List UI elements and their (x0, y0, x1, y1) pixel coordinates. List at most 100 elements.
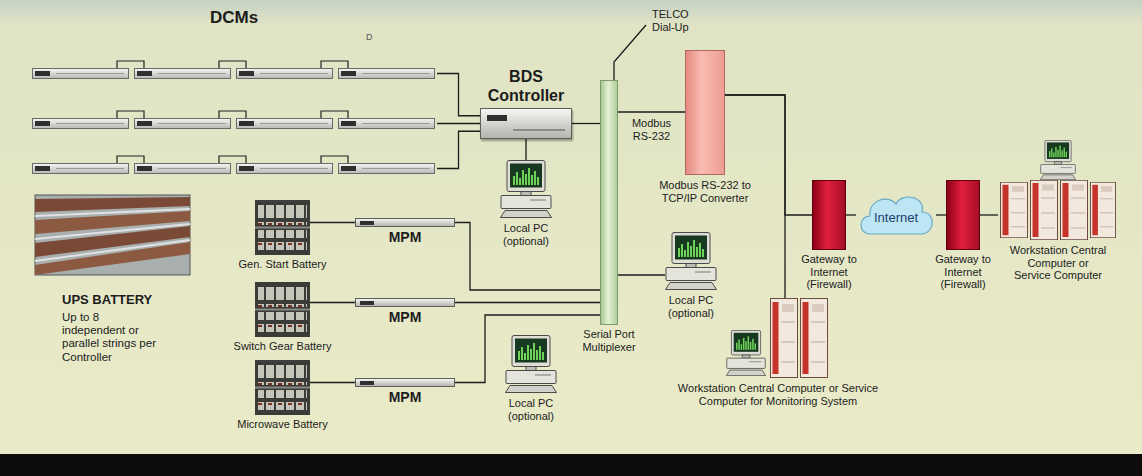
server-cabinet (771, 299, 798, 378)
server-cabinet (1061, 180, 1088, 239)
node-label: Modbus RS-232 to TCP/IP Converter (655, 179, 755, 204)
node-label: Local PC (optional) (660, 294, 722, 319)
connector-line (618, 111, 685, 112)
battery-photo (255, 200, 310, 255)
gateway-box: Gateway to Internet (Firewall) (946, 180, 980, 250)
server-cabinet (1031, 180, 1058, 239)
node-label: Local PC (optional) (500, 397, 562, 422)
node-label: DCMs (210, 8, 258, 28)
dcm-cable (321, 156, 348, 163)
connector-line (455, 302, 600, 303)
dcm-unit (237, 119, 333, 129)
pc-icon (506, 336, 557, 393)
dcm-cable (219, 111, 246, 118)
dcm-cables (117, 61, 348, 163)
connector-line (455, 315, 600, 383)
service-workstation: Workstation Central Computer or Service … (998, 140, 1118, 240)
bottom-band (0, 454, 1142, 476)
multiplexer-bar: Serial Port Multiplexer (600, 80, 618, 325)
dcm-unit (135, 164, 231, 174)
pc-icon (501, 161, 552, 218)
node-label: Switch Gear Battery (234, 340, 332, 353)
controller-box: BDS Controller (480, 108, 572, 139)
gateway-box: Gateway to Internet (Firewall) (812, 180, 846, 250)
dcm-unit (33, 119, 129, 129)
dcm-units (33, 69, 435, 174)
battery-photo: Microwave Battery (255, 360, 310, 415)
monitoring-workstation: Workstation Central Computer or Service … (726, 298, 830, 378)
dcm-cable (117, 156, 144, 163)
battery-photo: Gen. Start Battery (255, 200, 310, 255)
connector-line (525, 139, 526, 160)
dcm-unit (237, 69, 333, 79)
connector-line (980, 214, 998, 215)
dcm-group: DCMs (32, 40, 437, 180)
node-label: MPM (389, 229, 422, 245)
connector-line (846, 214, 856, 215)
ups-photo (35, 195, 190, 275)
server-cabinet (1090, 182, 1115, 237)
connector-line (936, 214, 946, 215)
dcm-unit (339, 119, 435, 129)
connector-line (437, 74, 480, 169)
dcm-cable (219, 156, 246, 163)
node-label: Workstation Central Computer or Service … (1008, 244, 1108, 282)
dcm-unit (33, 69, 129, 79)
leader-line (614, 25, 646, 80)
stray-letter: D (366, 32, 373, 42)
local-pc: Local PC (optional) (505, 335, 557, 393)
local-pc: Local PC (optional) (500, 160, 552, 218)
dcm-unit (339, 69, 435, 79)
line-label: TELCO Dial-Up (652, 8, 702, 33)
pc-icon (1040, 140, 1075, 179)
photo-ground (35, 195, 190, 275)
dcm-cable (117, 111, 144, 118)
dcm-cable (219, 61, 246, 68)
ups-battery-photo: UPS BATTERYUp to 8 independent or parall… (35, 195, 190, 275)
connector-line (455, 223, 600, 291)
converter-box: Modbus RS-232 to TCP/IP Converter (685, 50, 725, 175)
connector-line (310, 302, 355, 303)
connector-label: Modbus RS-232 (626, 117, 678, 142)
cloud-outline (861, 197, 932, 234)
connector-line (310, 222, 355, 223)
dcm-unit (135, 69, 231, 79)
dcm-unit (339, 164, 435, 174)
local-pc: Local PC (optional) (665, 232, 717, 290)
node-label: Internet (874, 211, 918, 226)
rack-rails (35, 209, 190, 261)
dcm-unit (135, 119, 231, 129)
node-label: Gateway to Internet (Firewall) (928, 253, 998, 291)
battery-photo: Switch Gear Battery (255, 282, 310, 337)
node-label: UPS BATTERY (62, 293, 152, 308)
pc-icon (726, 330, 765, 375)
battery-photo (255, 282, 310, 337)
node-label: Microwave Battery (237, 418, 327, 431)
dcm-unit (33, 164, 129, 174)
connector-line (310, 382, 355, 383)
internet-cloud: Internet (856, 190, 936, 240)
connector-line (572, 123, 600, 124)
connector-line (618, 274, 665, 275)
dcm-cable (321, 111, 348, 118)
node-label: MPM (389, 309, 422, 325)
server-cabinet (1001, 182, 1028, 237)
pc-icon (666, 233, 717, 290)
node-label: MPM (389, 389, 422, 405)
mpm-unit: MPM (355, 218, 455, 227)
node-note: Up to 8 independent or parallel strings … (62, 311, 158, 364)
node-label: BDS Controller (476, 68, 576, 105)
dcm-cable (117, 61, 144, 68)
node-label: Local PC (optional) (495, 222, 557, 247)
node-label: Gateway to Internet (Firewall) (794, 253, 864, 291)
battery-photo (255, 360, 310, 415)
server-cabinet (801, 299, 828, 378)
dcm-unit (237, 164, 333, 174)
dcm-cable (321, 61, 348, 68)
mpm-unit: MPM (355, 298, 455, 307)
mpm-unit: MPM (355, 378, 455, 387)
node-label: Workstation Central Computer or Service … (666, 382, 891, 407)
